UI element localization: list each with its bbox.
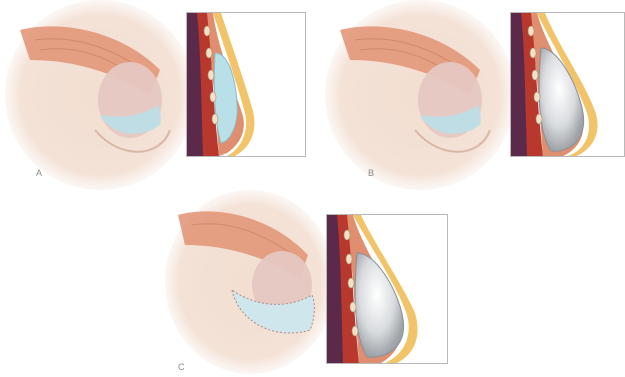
panel-b: B [320,0,625,190]
cross-section-drawing-b [511,13,624,156]
cross-section-drawing-a [187,13,305,156]
panel-label-a: A [36,168,42,178]
panel-c: C [160,190,460,377]
panel-label-b: B [368,168,374,178]
cross-section-inset-c [326,214,448,364]
cross-section-inset-b [510,12,625,157]
breast-illustration-b [320,0,510,190]
breast-illustration-a [0,0,190,190]
breast-illustration-c [160,190,330,377]
panel-a: A [0,0,310,190]
panel-label-c: C [178,362,185,372]
cross-section-drawing-c [327,215,447,363]
cross-section-inset-a [186,12,306,157]
